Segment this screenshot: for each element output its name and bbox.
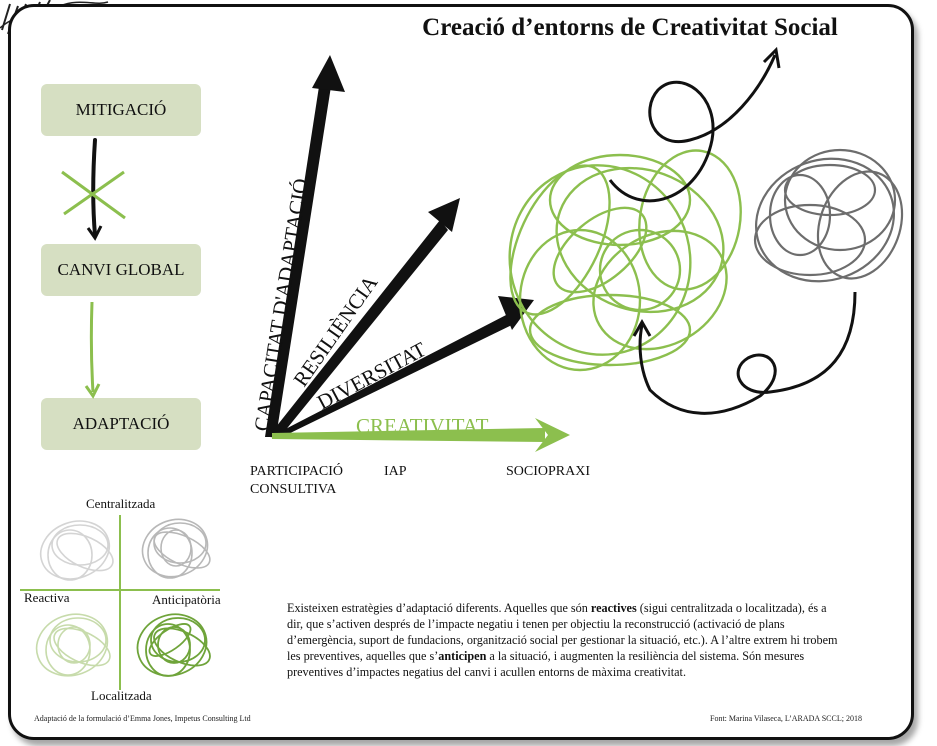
global-change-box: CANVI GLOBAL xyxy=(41,244,201,296)
quadrant-right-label: Anticipatòria xyxy=(152,592,221,607)
green-arrow-icon xyxy=(84,301,101,399)
label-consultiva: CONSULTIVA xyxy=(250,482,337,497)
green-scribble-icon xyxy=(508,149,742,372)
quadrant-top-label: Centralitzada xyxy=(86,496,156,511)
paragraph-text-1: Existeixen estratègies d’adaptació difer… xyxy=(287,601,591,615)
quadrant-bottom-label: Localitzada xyxy=(91,688,152,703)
grey-scribble-icon xyxy=(753,148,904,283)
quadrant-left-label: Reactiva xyxy=(24,590,70,605)
paragraph-bold-anticipen: anticipen xyxy=(438,649,487,663)
scribble-bottom-left-icon xyxy=(35,613,111,677)
adaptation-box: ADAPTACIÓ xyxy=(41,398,201,450)
label-sociopraxi: SOCIOPRAXI xyxy=(506,464,591,479)
upper-loop-arrow-icon xyxy=(608,46,781,203)
lower-loop-arrow-icon xyxy=(632,291,857,415)
vector-label-creativity: CREATIVITAT xyxy=(356,414,489,438)
page-title: Creació d’entorns de Creativitat Social xyxy=(422,14,838,41)
scribble-bottom-right-icon xyxy=(136,613,211,677)
paragraph-text-2: (sigui centralitzada o localitzada), és … xyxy=(287,601,838,663)
scribble-top-left-icon xyxy=(39,520,114,581)
label-iap: IAP xyxy=(384,464,407,479)
description-paragraph: Existeixen estratègies d’adaptació difer… xyxy=(287,600,842,680)
footer-left-credit: Adaptació de la formulació d’Emma Jones,… xyxy=(34,714,251,723)
paragraph-text-3: a la situació, i augmenten la resiliènci… xyxy=(287,649,805,679)
blocked-arrow-icon xyxy=(61,138,126,241)
paragraph-bold-reactives: reactives xyxy=(590,601,637,615)
quadrant-graphic xyxy=(20,515,220,690)
footer-right-credit: Font: Marina Vilaseca, L’ARADA SCCL; 201… xyxy=(710,714,862,723)
label-participacio: PARTICIPACIÓ xyxy=(250,464,344,479)
vectors-graphic xyxy=(265,55,570,452)
scribble-top-right-icon xyxy=(141,518,211,579)
mitigation-box: MITIGACIÓ xyxy=(41,84,201,136)
